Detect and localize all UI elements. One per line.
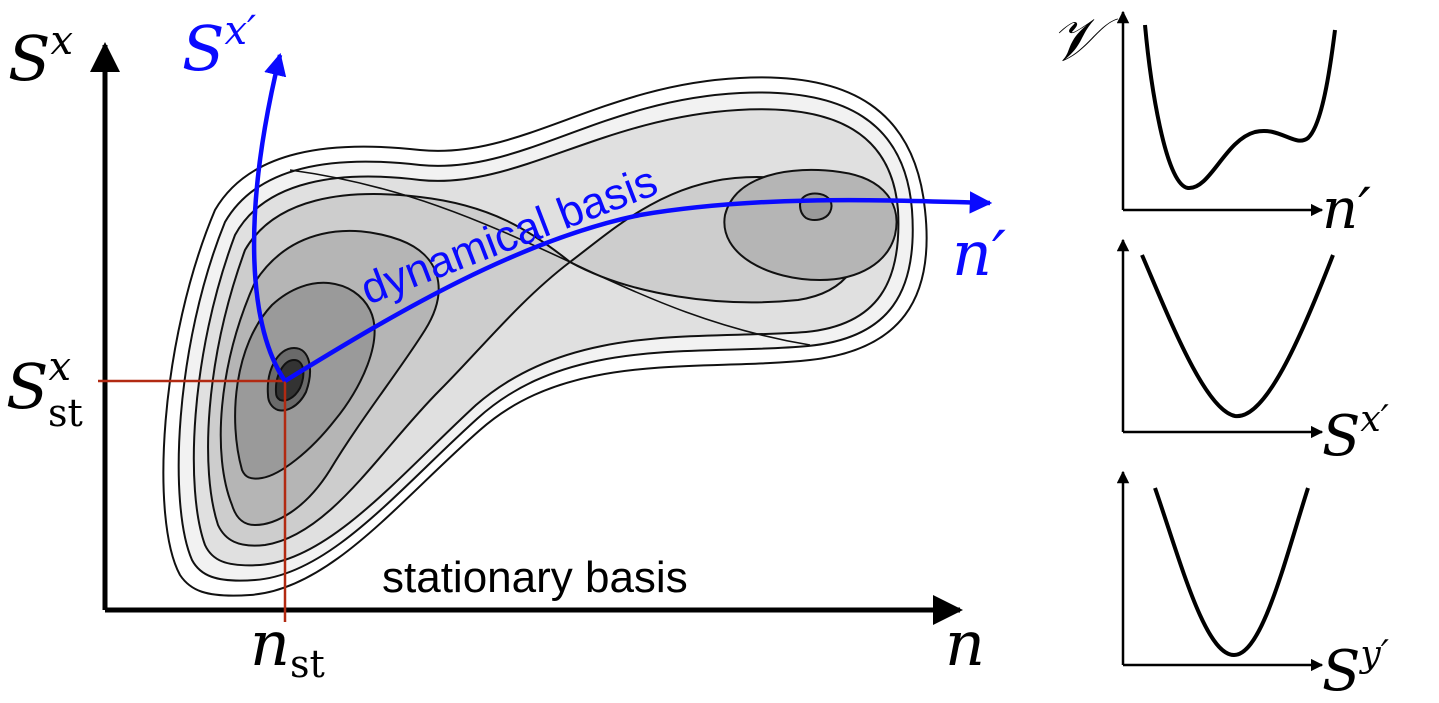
rotated-x-label: n′ [952,217,1006,290]
dynamical-axes [251,52,993,383]
side-mid-curve [1140,254,1335,419]
rotated-x-axis-curve [283,191,993,383]
stationary-axes [90,42,963,625]
x-axis-label: n [945,607,985,680]
side-plot-top: 𝒱 n′ [1050,5,1371,242]
side-mid-x-label: Sx′ [1322,399,1389,469]
stationary-point-marker [98,379,287,622]
side-top-y-label: 𝒱 [1050,5,1118,75]
contour-landscape [162,76,928,597]
side-plot-bottom: Sy′ [1116,470,1389,703]
side-plot-middle: Sx′ [1116,238,1389,469]
contour-right-1 [723,169,898,282]
rotated-y-label: Sx′ [182,8,256,85]
side-bot-x-label: Sy′ [1322,634,1389,703]
rotated-y-axis-curve [251,52,287,383]
y-axis-label: Sx [8,18,73,95]
stationary-basis-label: stationary basis [382,553,688,602]
contour-right-core [798,192,833,221]
side-top-curve [1143,24,1337,190]
side-top-x-label: n′ [1322,177,1371,242]
side-bot-curve [1153,487,1310,658]
separatrix-curve [289,169,811,346]
n-st-label: nst [250,607,325,686]
